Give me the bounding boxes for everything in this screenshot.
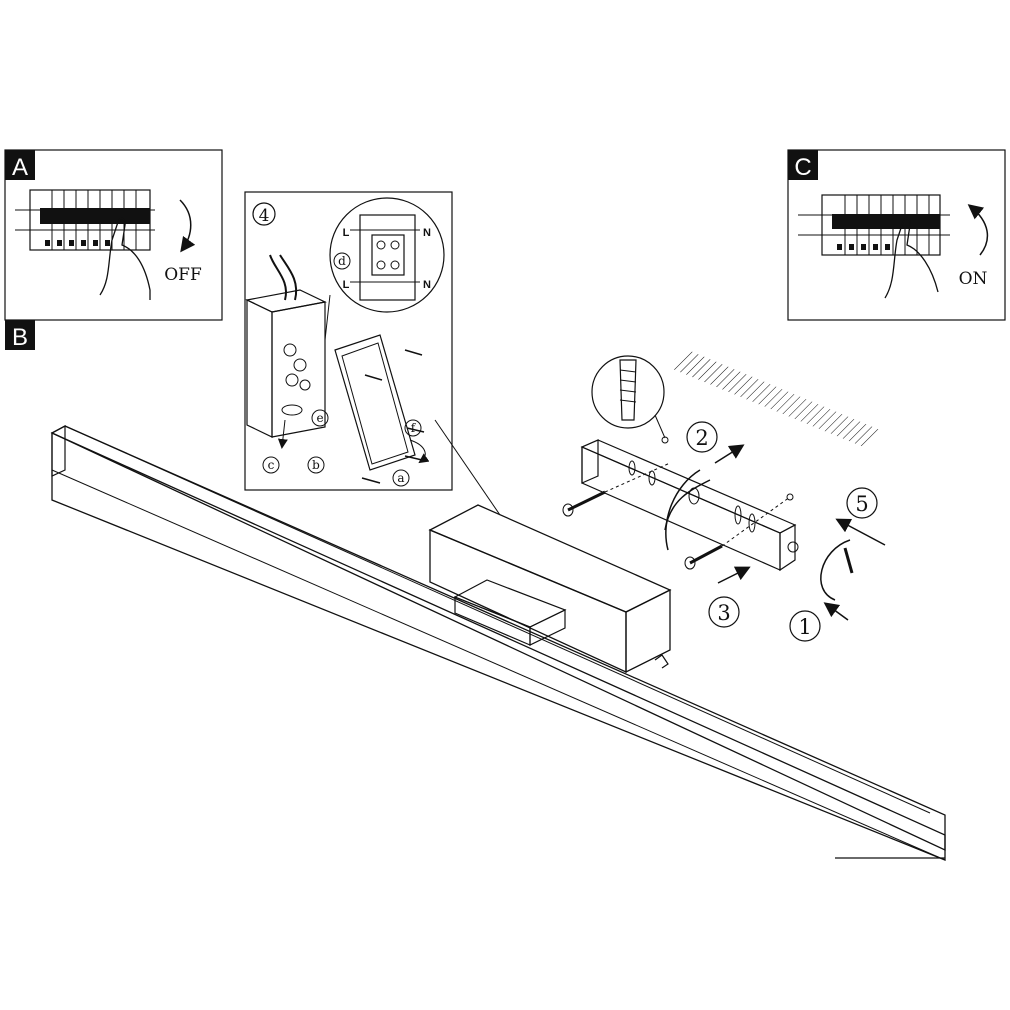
box-cover	[334, 334, 416, 471]
step-4-number: 4	[259, 206, 270, 226]
terminal-label-n-bottom: N	[423, 279, 431, 291]
step-2-arrow	[714, 444, 745, 464]
wall-hatch	[670, 350, 880, 448]
panel-c-letter: C	[794, 154, 811, 181]
breaker-block-c	[798, 194, 950, 256]
panel-a-caption: OFF	[164, 265, 202, 285]
panel-b-letter: B	[12, 324, 28, 351]
callout-c: c	[262, 456, 280, 474]
step-3: 3	[708, 596, 740, 628]
callout-f: f	[404, 419, 422, 437]
bracket-screw-right	[661, 436, 794, 570]
bracket-screw-left	[562, 462, 671, 517]
svg-text:a: a	[397, 471, 404, 485]
step-5-arrow	[835, 518, 886, 546]
panel-c-caption: ON	[959, 269, 988, 289]
mounting-housing	[428, 419, 672, 674]
svg-text:1: 1	[798, 615, 811, 639]
terminal-label-n-top: N	[423, 227, 431, 239]
step-5: 5	[846, 487, 878, 519]
svg-text:3: 3	[717, 601, 730, 625]
svg-text:d: d	[338, 254, 346, 268]
callout-d: d	[333, 252, 351, 270]
step-1-arrow	[823, 602, 849, 621]
svg-text:f: f	[411, 421, 417, 435]
hand-a	[99, 217, 151, 300]
breaker-block-a	[15, 189, 155, 251]
panel-c-badge	[788, 150, 818, 180]
callout-b: b	[307, 456, 325, 474]
terminal-label-l-top: L	[343, 227, 350, 239]
svg-text:b: b	[312, 458, 320, 472]
switch-off-arrow	[179, 199, 196, 253]
dowel-magnifier	[591, 355, 666, 439]
callout-e: e	[311, 409, 329, 427]
panel-b: B	[5, 320, 35, 351]
luminaire-bar	[50, 424, 946, 861]
step-3-arrow	[717, 566, 751, 584]
panel-a: A OFF	[4, 149, 223, 321]
svg-text:2: 2	[695, 426, 708, 450]
panel-a-letter: A	[12, 154, 28, 181]
wall-bracket	[580, 439, 799, 572]
panel-c: C ON	[787, 149, 1006, 321]
wiring-detail: 4 L N L N d	[244, 191, 453, 491]
svg-text:e: e	[316, 411, 323, 425]
terminal-magnifier	[329, 197, 445, 313]
step-rotate-loop	[820, 539, 851, 601]
panel-b-badge	[5, 320, 35, 350]
terminal-label-l-bottom: L	[343, 279, 350, 291]
hand-c	[884, 217, 939, 299]
svg-text:c: c	[268, 458, 275, 472]
svg-text:5: 5	[855, 492, 868, 516]
switch-on-arrow	[967, 204, 989, 256]
step-2: 2	[686, 421, 718, 453]
step-4-circle	[252, 202, 276, 226]
panel-a-badge	[5, 150, 35, 180]
wiring-detail-frame	[244, 191, 453, 491]
callout-a: a	[392, 469, 410, 487]
step-1: 1	[789, 610, 821, 642]
